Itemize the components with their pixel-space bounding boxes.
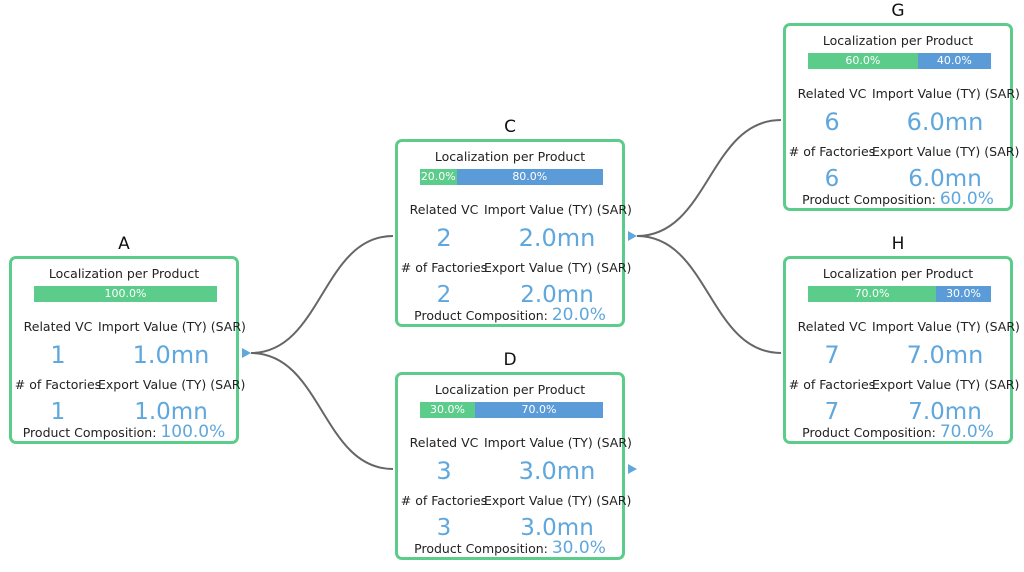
export-value-label: Export Value (TY) (SAR) [98,377,246,392]
product-composition: Product Composition: 30.0% [398,538,622,558]
related-vc-label: Related VC [409,435,479,450]
local-segment: 20.0% [420,169,457,185]
export-value: 3.0mn [520,515,594,541]
local-segment: 70.0% [808,286,937,302]
related-vc-value: 2 [436,224,452,252]
import-value: 6.0mn [906,108,984,136]
export-value-label: Export Value (TY) (SAR) [484,493,632,508]
localization-bar: 30.0%70.0% [420,402,603,418]
local-segment: 30.0% [420,402,475,418]
card-heading: Localization per Product [434,149,586,164]
export-value: 7.0mn [908,399,982,425]
export-value: 2.0mn [520,282,594,308]
expand-arrow-icon[interactable] [628,231,637,241]
import-value-label: Import Value (TY) (SAR) [484,435,632,450]
product-composition: Product Composition: 20.0% [398,305,622,325]
import-value-label: Import Value (TY) (SAR) [872,319,1020,334]
localization-bar: 70.0%30.0% [808,286,991,302]
node-title-a: A [118,234,130,254]
import-segment: 70.0% [474,402,603,418]
factories-value: 1 [50,399,66,425]
related-vc-label: Related VC [797,86,867,101]
related-vc-label: Related VC [797,319,867,334]
factories-label: # of Factories [14,377,102,392]
import-value: 2.0mn [518,224,596,252]
factories-value: 7 [824,399,840,425]
related-vc-value: 6 [824,108,840,136]
localization-bar: 20.0%80.0% [420,169,603,185]
factories-label: # of Factories [788,144,876,159]
factories-label: # of Factories [788,377,876,392]
import-value: 7.0mn [906,341,984,369]
product-composition-label: Product Composition: [802,192,936,207]
related-vc-value: 3 [436,457,452,485]
node-card-a[interactable]: Localization per Product 100.0% Related VC… [9,256,246,444]
card-heading: Localization per Product [822,33,974,48]
local-segment: 100.0% [34,286,217,302]
card-heading: Localization per Product [434,382,586,397]
import-segment: 30.0% [936,286,991,302]
related-vc-value: 7 [824,341,840,369]
product-composition: Product Composition: 70.0% [786,422,1010,442]
related-vc-label: Related VC [23,319,93,334]
local-segment: 60.0% [808,53,918,69]
product-composition-value: 100.0% [160,422,226,442]
product-composition-value: 20.0% [551,305,606,325]
node-title-c: C [504,117,516,137]
import-segment: 40.0% [917,53,991,69]
product-composition-value: 70.0% [939,422,994,442]
export-value: 6.0mn [908,166,982,192]
localization-bar: 60.0%40.0% [808,53,991,69]
import-value-label: Import Value (TY) (SAR) [872,86,1020,101]
product-composition-label: Product Composition: [414,308,548,323]
export-value-label: Export Value (TY) (SAR) [484,260,632,275]
related-vc-value: 1 [50,341,66,369]
import-value-label: Import Value (TY) (SAR) [98,319,246,334]
node-title-h: H [891,234,905,254]
import-value-label: Import Value (TY) (SAR) [484,202,632,217]
link-a-d [250,352,394,470]
factories-value: 3 [436,515,452,541]
import-value: 3.0mn [518,457,596,485]
product-composition-label: Product Composition: [22,425,157,440]
export-value-label: Export Value (TY) (SAR) [872,144,1020,159]
product-composition: Product Composition: 100.0% [12,422,236,442]
product-composition-label: Product Composition: [802,425,936,440]
card-heading: Localization per Product [822,266,974,281]
factories-label: # of Factories [400,493,488,508]
expand-arrow-icon[interactable] [242,348,251,358]
node-title-d: D [503,350,517,370]
node-title-g: G [891,1,905,21]
related-vc-label: Related VC [409,202,479,217]
product-composition-label: Product Composition: [414,541,548,556]
product-composition: Product Composition: 60.0% [786,189,1010,209]
import-value: 1.0mn [132,341,210,369]
link-c-h [636,235,782,354]
export-value-label: Export Value (TY) (SAR) [872,377,1020,392]
factories-value: 6 [824,166,840,192]
export-value: 1.0mn [134,399,208,425]
import-segment: 80.0% [456,169,603,185]
link-c-g [636,119,782,237]
expand-arrow-icon[interactable] [628,464,637,474]
product-composition-value: 30.0% [551,538,606,558]
link-a-c [250,235,394,354]
card-heading: Localization per Product [48,266,200,281]
product-composition-value: 60.0% [939,189,994,209]
factories-value: 2 [436,282,452,308]
localization-bar: 100.0% [34,286,217,302]
factories-label: # of Factories [400,260,488,275]
